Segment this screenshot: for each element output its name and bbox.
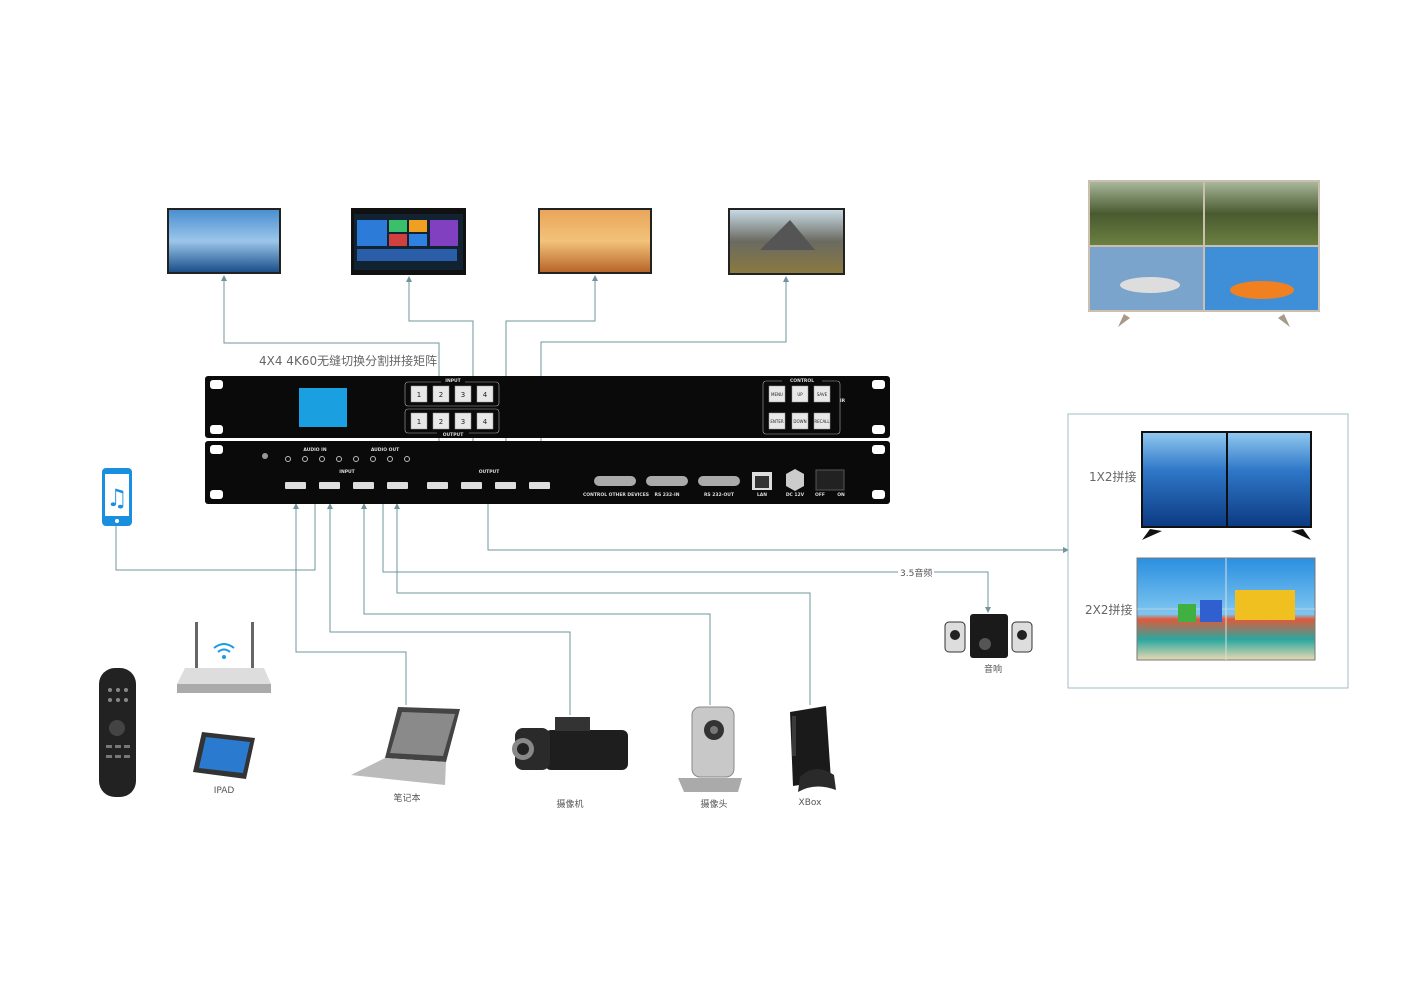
- svg-text:4: 4: [483, 391, 488, 399]
- output-button-4[interactable]: 4: [476, 412, 494, 430]
- audio-out-label: AUDIO OUT: [371, 447, 400, 453]
- hdmi-ports: [285, 482, 550, 489]
- port-label-lan: LAN: [757, 492, 767, 498]
- camcorder-label: 摄像机: [556, 798, 583, 810]
- input-button-1[interactable]: 1: [410, 385, 428, 403]
- input-button-4[interactable]: 4: [476, 385, 494, 403]
- tv-display-4: [728, 208, 845, 275]
- svg-text:3: 3: [461, 418, 465, 426]
- ipad-icon: [193, 732, 255, 779]
- tv-display-1: [167, 208, 281, 274]
- port-label-off: OFF: [815, 492, 825, 498]
- webcam-label: 摄像头: [700, 798, 727, 810]
- audio-jacks: [285, 456, 410, 462]
- ir-label: IR: [840, 398, 846, 404]
- output-button-1[interactable]: 1: [410, 412, 428, 430]
- serial-ports: [594, 476, 740, 486]
- front-output-label: OUTPUT: [443, 432, 465, 438]
- svg-text:3: 3: [461, 391, 465, 399]
- up-button[interactable]: UP: [791, 385, 809, 403]
- remote-control-icon: [99, 668, 136, 797]
- svg-text:4: 4: [483, 418, 488, 426]
- input-button-3[interactable]: 3: [454, 385, 472, 403]
- tv-display-3: [538, 208, 652, 274]
- port-label-on: ON: [837, 492, 845, 498]
- audio-connection-label: 3.5音频: [900, 567, 932, 579]
- laptop-icon: [351, 707, 460, 785]
- recall-button[interactable]: RECALL: [813, 412, 830, 430]
- tv-display-2: [351, 208, 466, 275]
- wifi-router-icon: [177, 622, 271, 693]
- down-button[interactable]: DOWN: [791, 412, 809, 430]
- output-button-3[interactable]: 3: [454, 412, 472, 430]
- svg-text:ENTER: ENTER: [770, 419, 783, 424]
- svg-text:MENU: MENU: [771, 392, 783, 397]
- enter-button[interactable]: ENTER: [768, 412, 786, 430]
- svg-text:♫: ♫: [106, 484, 128, 512]
- rear-output-label: OUTPUT: [479, 469, 501, 475]
- svg-text:1: 1: [417, 391, 421, 399]
- control-label: CONTROL: [790, 378, 814, 384]
- laptop-label: 笔记本: [393, 792, 420, 804]
- menu-button[interactable]: MENU: [768, 385, 786, 403]
- speaker-icon: [944, 614, 1033, 658]
- splicing-modes-panel: 1X2拼接 2X2拼接: [1067, 413, 1349, 689]
- svg-text:UP: UP: [797, 392, 803, 397]
- ipad-label: IPAD: [214, 786, 235, 796]
- svg-text:2: 2: [439, 391, 443, 399]
- matrix-title: 4X4 4K60无缝切换分割拼接矩阵: [259, 353, 437, 368]
- split-screen-tv: [1088, 180, 1320, 327]
- xbox-icon: [790, 706, 836, 792]
- dc-power-jack: [786, 469, 804, 491]
- input-button-2[interactable]: 2: [432, 385, 450, 403]
- save-button[interactable]: SAVE: [813, 385, 831, 403]
- audio-in-label: AUDIO IN: [303, 447, 326, 453]
- power-switch[interactable]: [815, 469, 845, 491]
- splice-2x2-label: 2X2拼接: [1085, 602, 1133, 617]
- port-label-control: CONTROL OTHER DEVICES: [583, 492, 649, 498]
- front-input-label: INPUT: [445, 378, 461, 384]
- xbox-label: XBox: [799, 798, 823, 808]
- lcd-screen: [299, 388, 347, 427]
- svg-text:2: 2: [439, 418, 443, 426]
- output-button-2[interactable]: 2: [432, 412, 450, 430]
- port-label-rs232-in: RS 232-IN: [655, 492, 680, 498]
- port-label-dc: DC 12V: [786, 492, 805, 498]
- speaker-label: 音响: [984, 663, 1002, 675]
- port-label-rs232-out: RS 232-OUT: [704, 492, 735, 498]
- camcorder-icon: [512, 717, 628, 770]
- splice-1x2-label: 1X2拼接: [1089, 469, 1137, 484]
- svg-text:DOWN: DOWN: [793, 419, 806, 424]
- svg-text:SAVE: SAVE: [817, 392, 828, 397]
- matrix-rear-panel: AUDIO IN AUDIO OUT INPUT OUTPUT CONTROL …: [205, 441, 890, 504]
- svg-text:RECALL: RECALL: [814, 419, 830, 424]
- matrix-front-panel: INPUT OUTPUT 1 2 3 4 1 2 3 4 CONTROL IR …: [205, 376, 890, 438]
- webcam-icon: [678, 706, 742, 792]
- rear-input-label: INPUT: [339, 469, 355, 475]
- ground-terminal-icon: [262, 453, 268, 459]
- svg-text:1: 1: [417, 418, 421, 426]
- phone-music-icon: ♫: [102, 468, 132, 526]
